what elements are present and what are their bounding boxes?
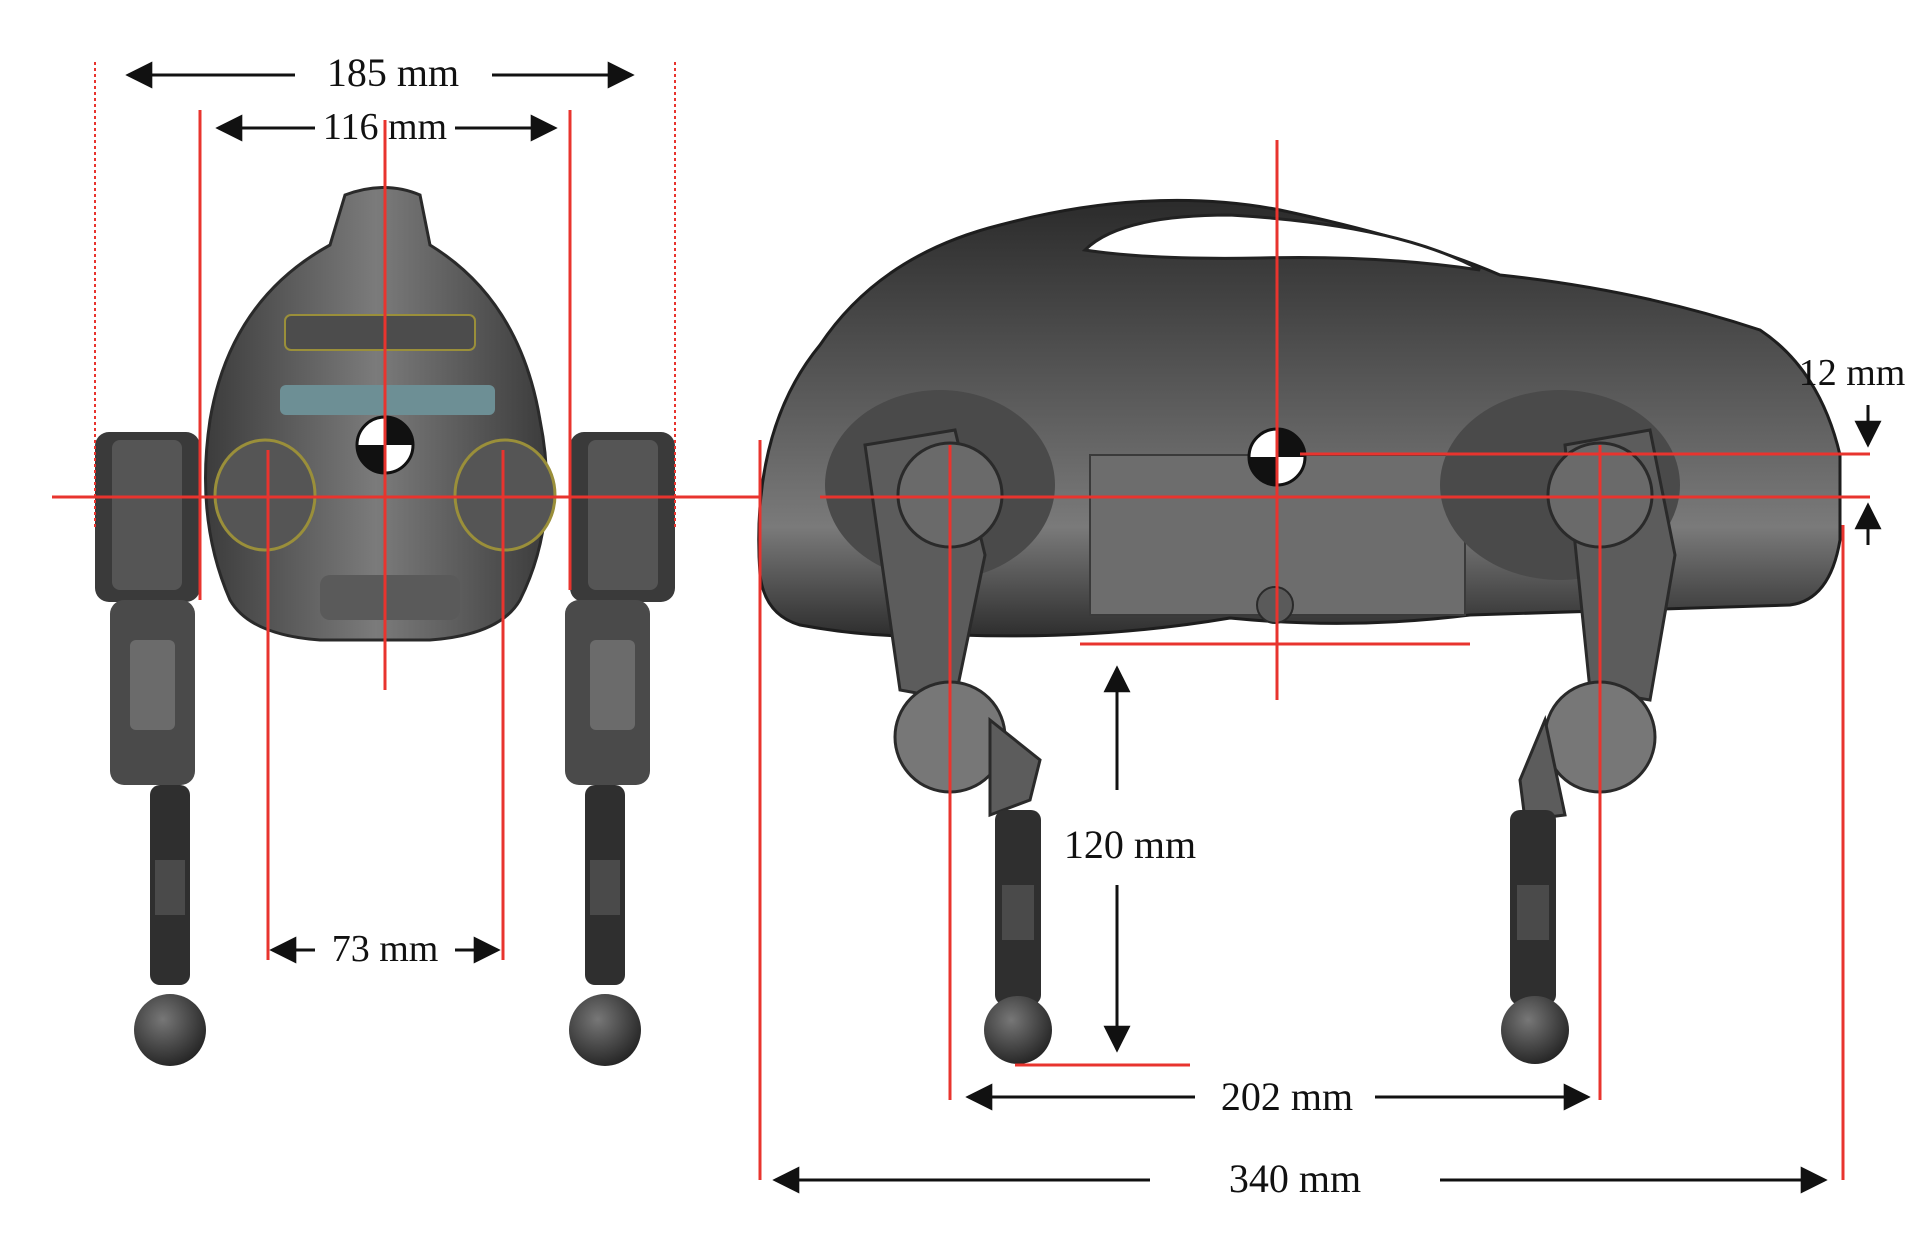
label-12mm: 12 mm [1799,352,1906,394]
dimension-340mm: 340 mm [772,1156,1828,1201]
front-torso [204,186,557,642]
label-202mm: 202 mm [1221,1074,1353,1119]
side-view: 12 mm 120 mm 202 mm 340 mm [757,140,1906,1201]
label-73mm: 73 mm [332,928,439,970]
side-rear-foot [1501,996,1569,1064]
label-116mm: 116 mm [323,106,447,148]
side-front-foot [984,996,1052,1064]
dimension-185mm: 185 mm [125,50,635,95]
label-185mm: 185 mm [327,50,459,95]
front-left-foot [134,994,206,1066]
side-reference-lines [758,140,1870,1180]
front-reference-lines [52,62,820,960]
front-left-leg [95,432,206,1066]
label-120mm: 120 mm [1064,822,1196,867]
dimension-202mm: 202 mm [965,1074,1591,1119]
front-right-leg [565,432,675,1066]
dimension-73mm: 73 mm [269,928,501,970]
front-right-foot [569,994,641,1066]
dimension-120mm: 120 mm [1064,665,1196,1053]
dimension-116mm: 116 mm [215,106,558,148]
front-view: 185 mm 116 mm 73 mm [52,50,820,1066]
label-340mm: 340 mm [1229,1156,1361,1201]
dimension-12mm: 12 mm [1799,352,1906,545]
